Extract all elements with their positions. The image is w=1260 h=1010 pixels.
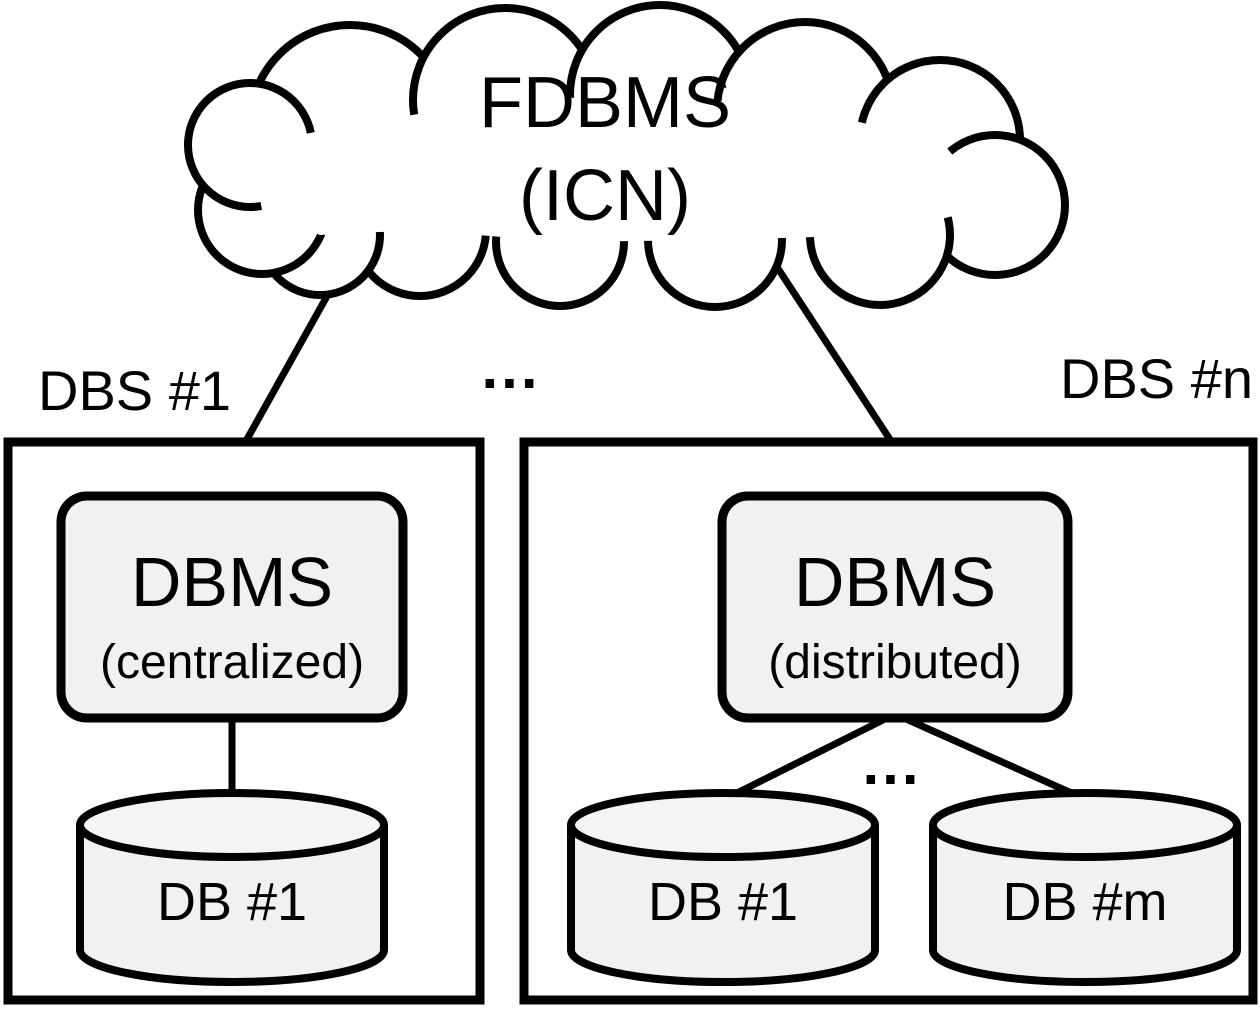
cylinder-body [76, 825, 388, 986]
cylinder-top [76, 789, 388, 861]
fdbms-cloud-shape: FDBMS (ICN) [184, 1, 1069, 311]
cylinder-body [567, 825, 879, 986]
dbsn-label: DBS #n [1060, 347, 1253, 410]
dbsn-dbm-label: DB #m [1002, 872, 1167, 932]
dbs1-db-cylinder: DB #1 [76, 789, 388, 986]
dbsn-dbms-dbm-link [893, 710, 1089, 804]
dbsn-dbm-cylinder: DB #m [929, 789, 1241, 986]
cylinder-body [929, 825, 1241, 986]
cloud-body [250, 95, 995, 242]
dbs1-dbms-title: DBMS [131, 543, 333, 621]
dbsn-db1-cylinder: DB #1 [567, 789, 879, 986]
dbsn-dbms-db1-link [721, 710, 897, 804]
cylinder-top [567, 789, 879, 861]
dbs1-dbms-subtitle: (centralized) [100, 636, 364, 689]
dbs1-system-box: DBMS (centralized) DB #1 [3, 437, 485, 1005]
dbs1-db1-label: DB #1 [157, 872, 307, 932]
link-cloud-to-dbsn [755, 236, 894, 443]
cloud-subtitle: (ICN) [519, 156, 691, 236]
cloud-title: FDBMS [479, 63, 731, 143]
ellipsis-between-systems-icon: ... [481, 334, 540, 401]
dbs1-dbms-node [56, 491, 408, 723]
dbsn-dbms-node [717, 491, 1073, 723]
dbsn-system-box: DBMS (distributed) ... DB #1 DB #m [519, 437, 1258, 1005]
ellipsis-between-databases-icon: ... [862, 730, 921, 797]
dbsn-dbms-title: DBMS [794, 543, 996, 621]
dbs1-label: DBS #1 [38, 359, 231, 422]
dbsn-dbms-subtitle: (distributed) [768, 636, 1021, 689]
cylinder-top [929, 789, 1241, 861]
dbsn-db1-label: DB #1 [648, 872, 798, 932]
